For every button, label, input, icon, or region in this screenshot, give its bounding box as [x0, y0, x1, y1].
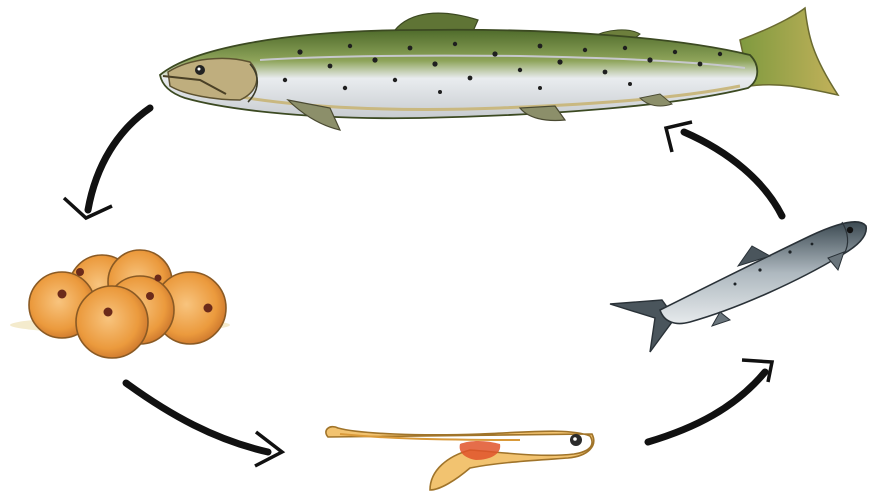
adult-salmon-icon [160, 8, 838, 130]
arrow-young-to-adult [666, 122, 782, 216]
young-salmon-icon [610, 222, 866, 352]
arrow-adult-to-eggs [64, 108, 150, 218]
alevin-icon [326, 427, 594, 490]
eggs-icon [10, 250, 230, 358]
arrow-alevin-to-young [648, 360, 772, 442]
arrow-eggs-to-alevin [126, 383, 282, 466]
